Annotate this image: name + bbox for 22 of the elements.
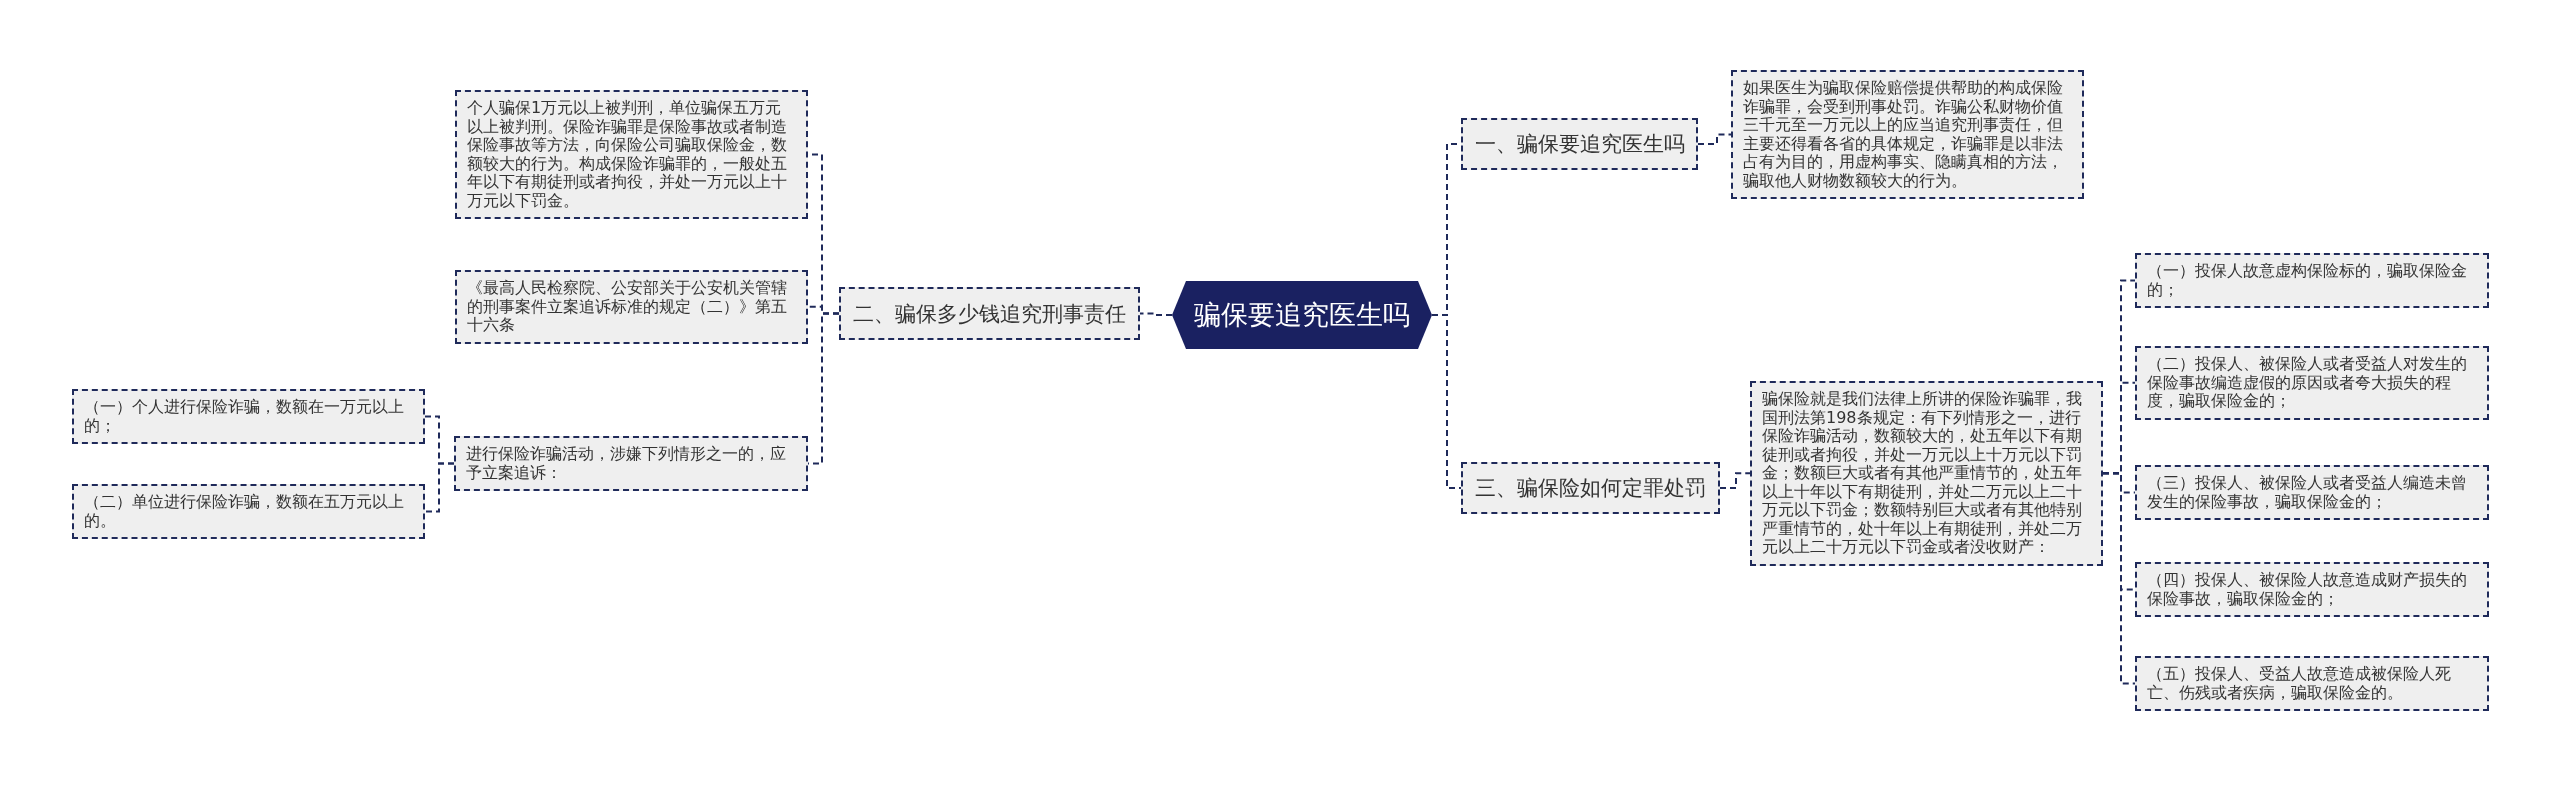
central-topic: 骗保要追究医生吗 xyxy=(1172,281,1432,349)
topic-box: 三、骗保险如何定罪处罚 xyxy=(1461,462,1720,514)
text-box: （一）投保人故意虚构保险标的，骗取保险金的； xyxy=(2135,253,2489,308)
text-box: （四）投保人、被保险人故意造成财产损失的保险事故，骗取保险金的； xyxy=(2135,562,2489,617)
connector-line xyxy=(1719,472,1751,489)
text-box: （一）个人进行保险诈骗，数额在一万元以上的； xyxy=(72,389,425,444)
topic-box: 一、骗保要追究医生吗 xyxy=(1461,118,1698,170)
connector-line xyxy=(424,462,455,513)
text-box: （二）单位进行保险诈骗，数额在五万元以上的。 xyxy=(72,484,425,539)
text-box: 如果医生为骗取保险赔偿提供帮助的构成保险诈骗罪，会受到刑事处罚。诈骗公私财物价值三千元至一万元以上的应当追究刑事责任，但主要还得看各省的具体规定，诈骗罪是以非法占有为目的，用虚构事实、隐瞒真相的方法，骗取他人财物数额较大的行为。 xyxy=(1731,70,2084,199)
connector-line xyxy=(1139,312,1173,316)
text-box: （五）投保人、受益人故意造成被保险人死亡、伤残或者疾病，骗取保险金的。 xyxy=(2135,656,2489,711)
text-box: （二）投保人、被保险人或者受益人对发生的保险事故编造虚假的原因或者夸大损失的程度，骗取保险金的； xyxy=(2135,346,2489,420)
text-box: （三）投保人、被保险人或者受益人编造未曾发生的保险事故，骗取保险金的； xyxy=(2135,465,2489,520)
topic-box: 二、骗保多少钱追究刑事责任 xyxy=(839,287,1140,340)
connector-line xyxy=(2102,472,2136,685)
connector-line xyxy=(1431,314,1462,489)
text-box: 《最高人民检察院、公安部关于公安机关管辖的刑事案件立案追诉标准的规定（二）》第五十六条 xyxy=(455,270,808,344)
connector-line xyxy=(1697,133,1732,145)
text-box: 进行保险诈骗活动，涉嫌下列情形之一的，应予立案追诉： xyxy=(454,436,808,491)
text-box: 个人骗保1万元以上被判刑，单位骗保五万元以上被判刑。保险诈骗罪是保险事故或者制造保险事故等方法，向保险公司骗取保险金，数额较大的行为。构成保险诈骗罪的，一般处五年以下有期徒刑或者拘役，并处一万元以上十万元以下罚金。 xyxy=(455,90,808,219)
text-box: 骗保险就是我们法律上所讲的保险诈骗罪，我国刑法第198条规定：有下列情形之一，进行保险诈骗活动，数额较大的，处五年以下有期徒刑或者拘役，并处一万元以上十万元以下罚金；数额巨大或者有其他严重情节的，处五年以上十年以下有期徒刑，并处二万元以上二十万元以下罚金；数额特别巨大或者有其他特别严重情节的，处十年以上有期徒刑，并处二万元以上二十万元以下罚金或者没收财产： xyxy=(1750,381,2103,566)
